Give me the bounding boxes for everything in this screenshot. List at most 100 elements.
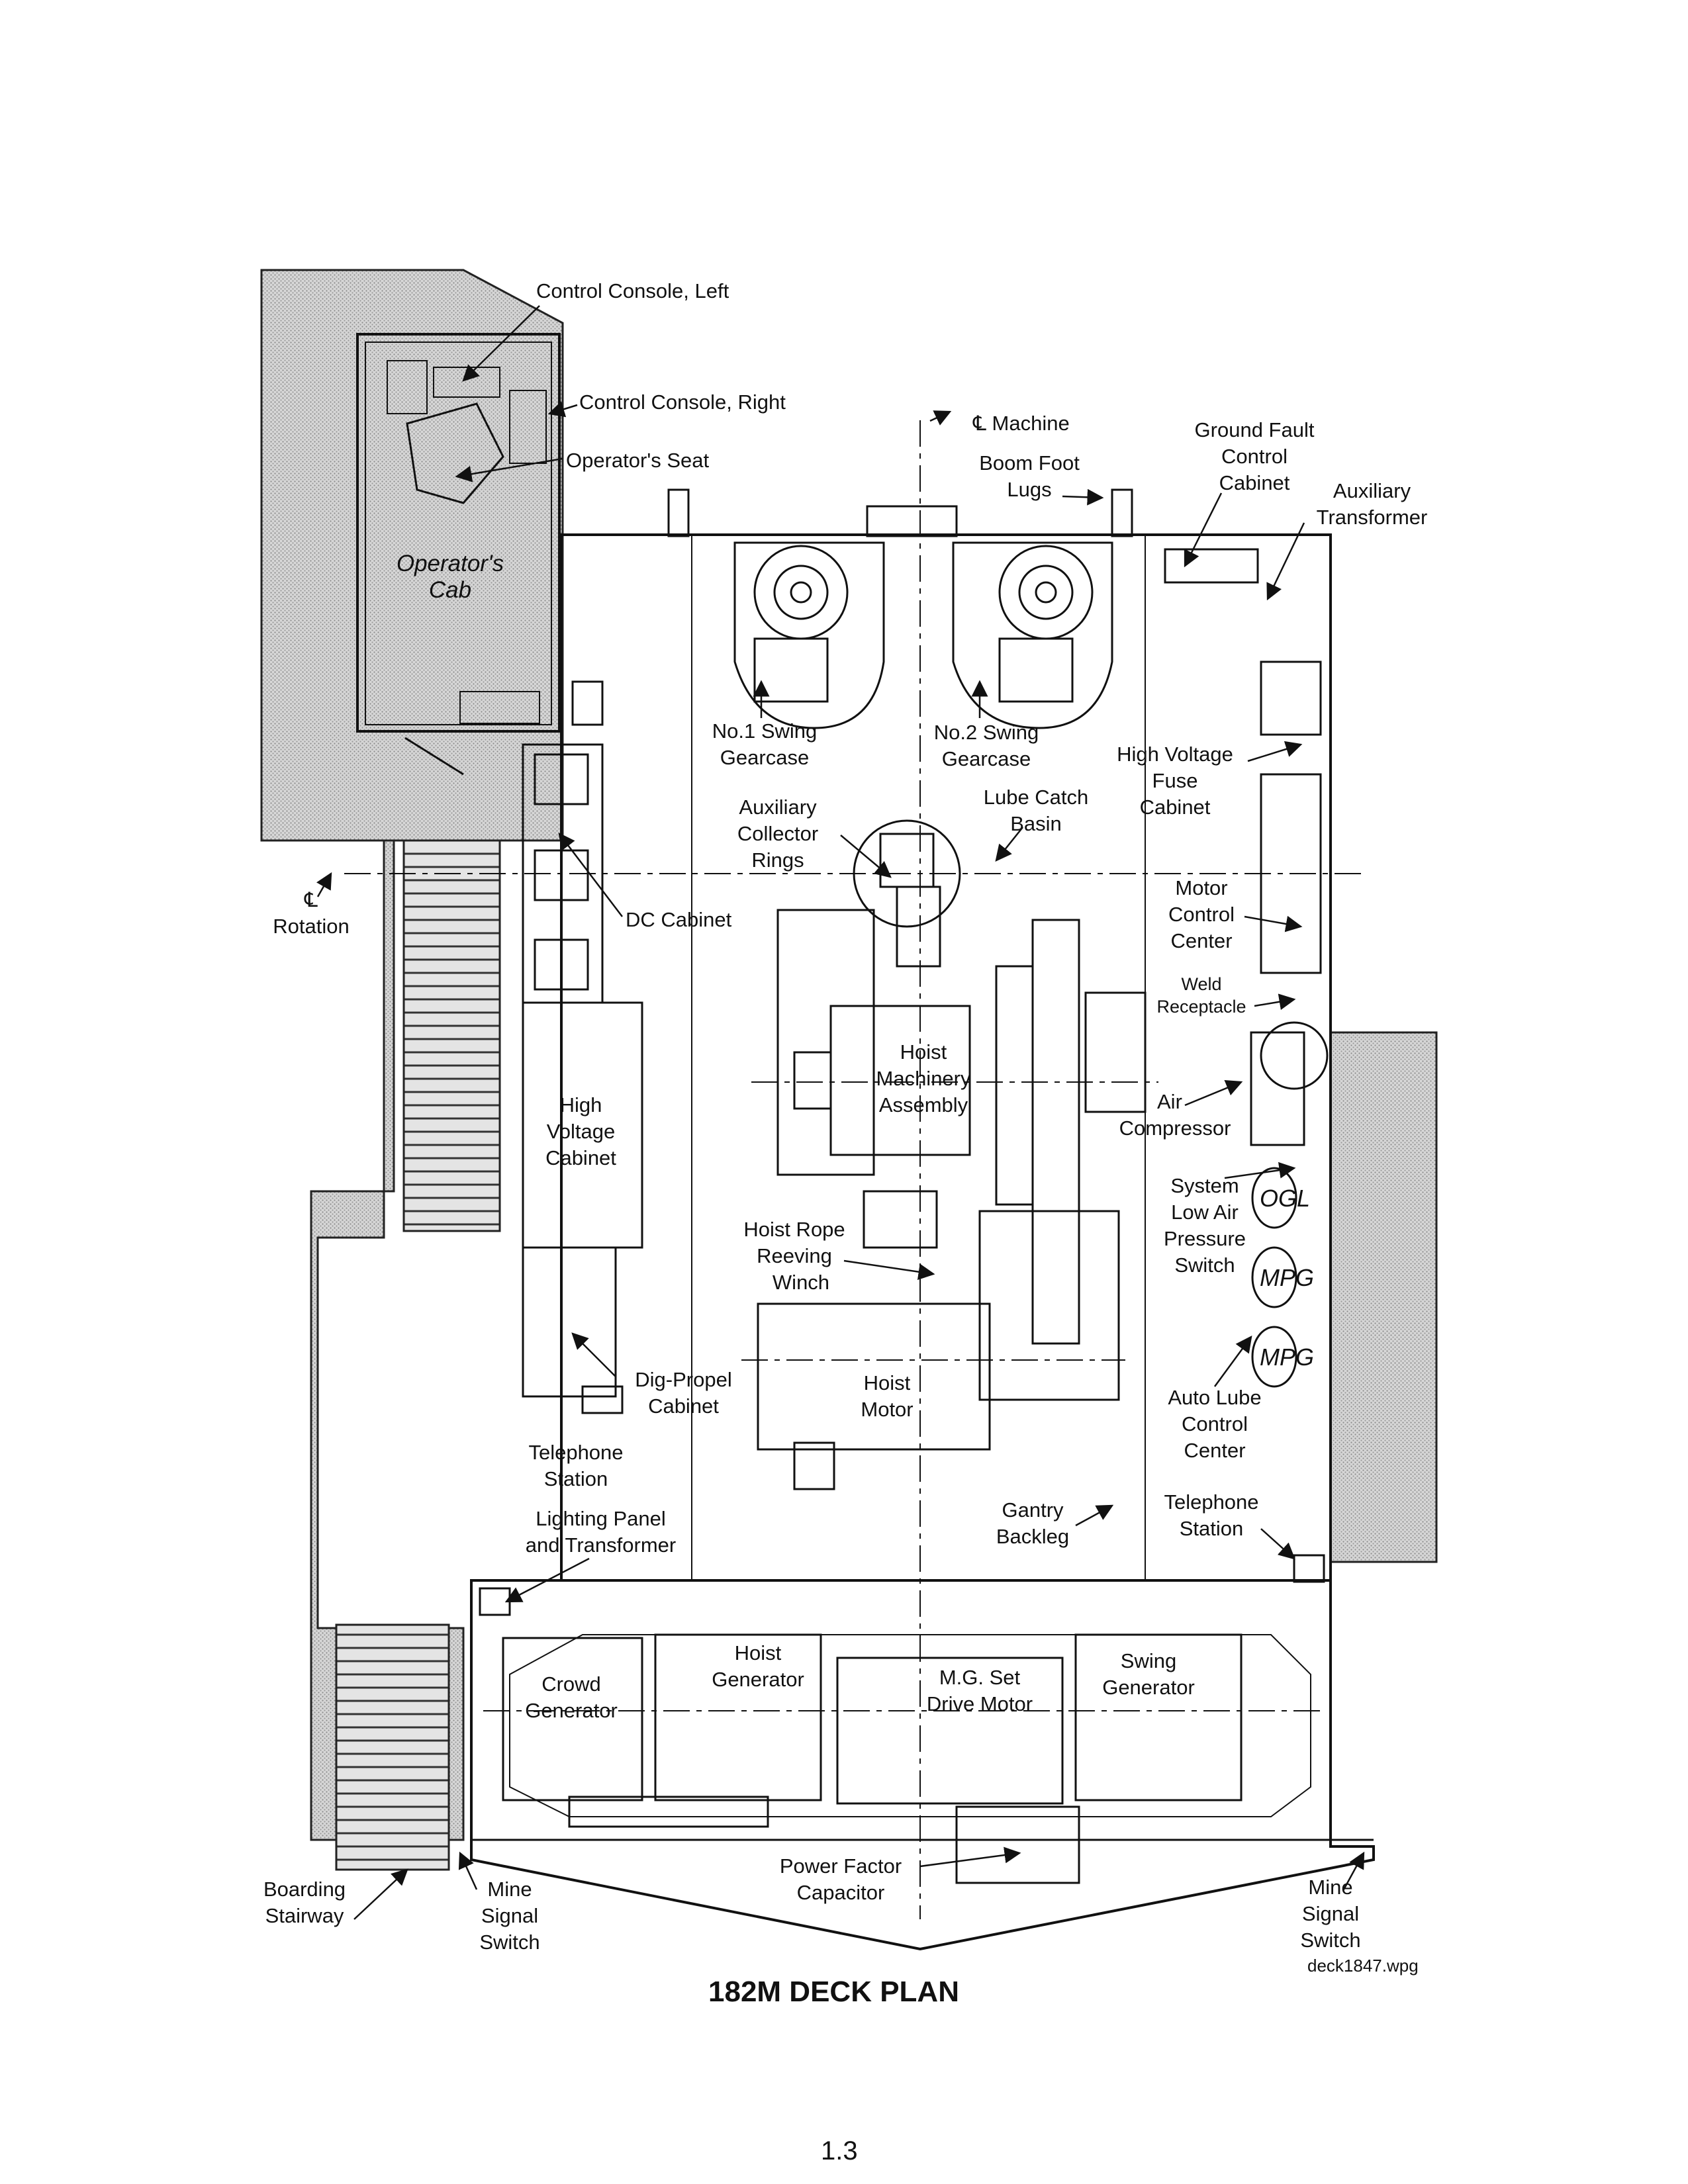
walkway-shading [260,269,1438,1841]
label-pfc-line1: Power Factor [779,1854,902,1878]
label-lighting-line1: Lighting Panel [536,1507,666,1530]
label-slaps-line4: Switch [1174,1253,1235,1277]
label-ogl-gauge: OGL [1260,1185,1311,1212]
label-hoist-motor: Hoist Motor [854,1370,920,1423]
label-no1-swing-gearcase: No.1 Swing Gearcase [698,718,831,771]
operators-cab-outline [356,333,561,776]
label-mssl-line3: Switch [479,1931,540,1954]
label-tsr-line2: Station [1179,1517,1244,1540]
label-lighting-line2: and Transformer [525,1533,677,1557]
label-collector-rings-line3: Rings [751,848,804,872]
label-auxiliary-transformer: Auxiliary Transformer [1301,478,1443,531]
label-auxiliary-transformer-line2: Transformer [1316,506,1428,529]
label-lighting-panel: Lighting Panel and Transformer [510,1506,692,1559]
label-power-factor-capacitor: Power Factor Capacitor [765,1853,917,1906]
label-hv-fuse-line3: Cabinet [1139,796,1211,819]
label-mcc-line1: Motor [1175,876,1228,899]
label-weld-line2: Receptacle [1156,997,1246,1017]
label-hoist-rope-reeving-winch: Hoist Rope Reeving Winch [731,1216,857,1296]
label-lube-catch-line1: Lube Catch [983,786,1089,809]
label-telephone-station-right: Telephone Station [1149,1489,1274,1542]
label-no2-swing-line1: No.2 Swing [933,721,1039,744]
label-lube-catch-line2: Basin [1010,812,1062,835]
label-no2-swing-gearcase: No.2 Swing Gearcase [920,719,1053,772]
label-high-voltage-fuse-cabinet: High Voltage Fuse Cabinet [1099,741,1251,821]
label-hoist-motor-line2: Motor [861,1398,914,1421]
label-rotation-text: Rotation [273,915,350,938]
label-collector-rings-line2: Collector [737,822,819,845]
label-mssr-line1: Mine [1308,1876,1353,1899]
label-crowd-generator: Crowd Generator [508,1671,634,1724]
label-control-console-left: Control Console, Left [536,279,729,302]
label-tsl-line2: Station [543,1467,608,1490]
label-mcc-line2: Control [1168,903,1235,926]
label-mssr-line3: Switch [1300,1929,1361,1952]
page-title: 182M DECK PLAN [708,1976,959,2008]
label-mssr-line2: Signal [1301,1902,1360,1925]
label-dpc-line2: Cabinet [648,1394,719,1418]
label-air-comp-line2: Compressor [1119,1116,1231,1140]
label-hrrw-line1: Hoist Rope [743,1218,845,1241]
label-slaps-line2: Low Air [1171,1201,1239,1224]
label-rotation-symbol: ℄ [305,888,318,911]
label-hrrw-line3: Winch [772,1271,830,1294]
label-boom-foot-lugs-line1: Boom Foot [979,451,1080,475]
hoist-machinery [757,819,1147,1490]
label-ground-fault-line1: Ground Fault [1194,418,1315,441]
label-mpg-gauge-2: MPG [1260,1343,1315,1371]
label-motor-control-center: Motor Control Center [1152,875,1251,954]
label-gantry-line1: Gantry [1002,1498,1064,1522]
label-auxiliary-collector-rings: Auxiliary Collector Rings [722,794,834,874]
label-hv-fuse-line2: Fuse [1152,769,1198,792]
label-hma-line3: Assembly [878,1093,968,1116]
label-gantry-backleg: Gantry Backleg [980,1497,1086,1550]
label-ground-fault-control-cabinet: Ground Fault Control Cabinet [1165,417,1344,496]
centerlines [344,420,1364,1919]
label-control-console-right: Control Console, Right [579,390,786,414]
page-number: 1.3 [821,2136,858,2165]
label-slaps-line1: System [1170,1174,1239,1197]
label-no1-swing-line1: No.1 Swing [712,719,818,743]
label-stairway-line2: Stairway [265,1904,344,1927]
file-name: deck1847.wpg [1307,1956,1419,1976]
label-tsr-line1: Telephone [1164,1490,1259,1514]
label-mg-set-drive-motor: M.G. Set Drive Motor [914,1664,1046,1717]
label-system-low-air-pressure-switch: System Low Air Pressure Switch [1149,1173,1261,1279]
label-alcc-line2: Control [1182,1412,1248,1435]
label-swing-gen-line1: Swing [1120,1649,1177,1672]
label-hma-line1: Hoist [900,1040,947,1064]
label-weld-line1: Weld [1181,974,1222,994]
swing-gearcases [733,541,1113,729]
label-ground-fault-line2: Control [1221,445,1288,468]
label-stairway-line1: Boarding [263,1878,346,1901]
label-tsl-line1: Telephone [528,1441,624,1464]
label-hvc-line2: Voltage [546,1120,616,1143]
label-air-comp-line1: Air [1157,1090,1182,1113]
label-mpg-gauge-1: MPG [1260,1264,1315,1291]
label-boom-foot-lugs: Boom Foot Lugs [963,450,1096,503]
label-alcc-line3: Center [1184,1439,1246,1462]
label-mssl-line2: Signal [481,1904,539,1927]
label-operators-cab: Operator's Cab [384,551,516,604]
label-telephone-station-left: Telephone Station [513,1439,639,1492]
label-hvc-line3: Cabinet [545,1146,616,1169]
label-alcc-line1: Auto Lube [1168,1386,1262,1409]
label-high-voltage-cabinet: High Voltage Cabinet [530,1092,632,1171]
label-auto-lube-control-center: Auto Lube Control Center [1152,1385,1278,1464]
label-weld-receptacle: Weld Receptacle [1145,973,1258,1018]
label-hrrw-line2: Reeving [757,1244,832,1267]
label-auxiliary-transformer-line1: Auxiliary [1333,479,1411,502]
label-mine-signal-switch-left: Mine Signal Switch [460,1876,559,1956]
label-boom-foot-lugs-line2: Lugs [1007,478,1052,501]
label-gantry-line2: Backleg [996,1525,1070,1548]
label-hma-line2: Machinery [876,1067,971,1090]
label-hoist-gen-line1: Hoist [734,1641,782,1664]
left-cabinets [522,680,643,1414]
label-lube-catch-basin: Lube Catch Basin [970,784,1102,837]
label-crowd-line2: Generator [525,1699,618,1722]
label-mg-set-line1: M.G. Set [939,1666,1021,1689]
label-slaps-line3: Pressure [1163,1227,1246,1250]
leader-lines [316,305,1365,1920]
label-crowd-line1: Crowd [541,1672,601,1696]
